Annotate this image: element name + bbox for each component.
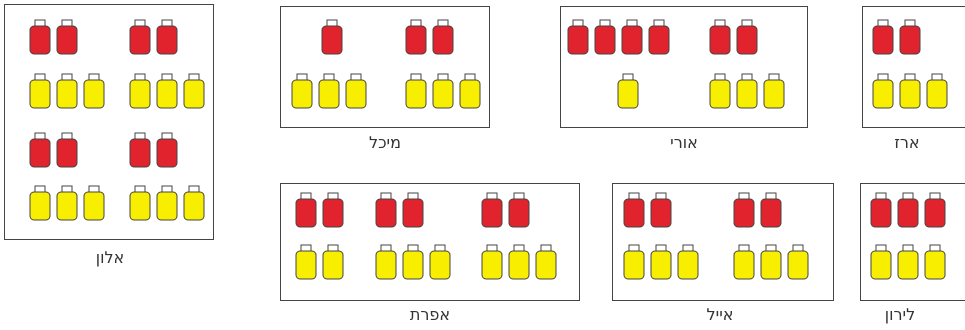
red-jar — [402, 192, 424, 228]
yellow-jar — [56, 185, 78, 221]
panel-erez-label: ארז — [894, 133, 920, 152]
yellow-jar — [183, 73, 205, 109]
red-jar — [56, 132, 78, 168]
panel-alon: אלון — [0, 0, 220, 330]
yellow-jar — [429, 244, 451, 280]
yellow-jar — [322, 244, 344, 280]
red-jar — [56, 19, 78, 55]
red-jar — [736, 19, 758, 55]
panel-eyal: אייל — [600, 175, 840, 330]
yellow-jar — [787, 244, 809, 280]
panel-alon-label: אלון — [95, 248, 125, 267]
red-jar — [733, 192, 755, 228]
red-jar — [375, 192, 397, 228]
panel-michal-frame — [280, 6, 490, 128]
yellow-jar — [760, 244, 782, 280]
red-jar — [29, 19, 51, 55]
yellow-jar — [129, 73, 151, 109]
yellow-jar — [83, 73, 105, 109]
panel-eyal-frame — [612, 183, 834, 301]
yellow-jar — [736, 73, 758, 109]
panel-erez: ארז — [855, 0, 965, 330]
yellow-jar — [375, 244, 397, 280]
panel-efrat: אפרת — [270, 175, 590, 330]
panel-efrat-jars — [295, 192, 557, 280]
yellow-jar — [872, 73, 894, 109]
yellow-jar — [405, 73, 427, 109]
panel-eyal-jars — [623, 192, 809, 280]
yellow-jar — [481, 244, 503, 280]
yellow-jar — [709, 73, 731, 109]
yellow-jar — [926, 73, 948, 109]
panel-liron: לירון — [855, 175, 965, 330]
red-jar — [295, 192, 317, 228]
red-jar — [623, 192, 645, 228]
yellow-jar — [677, 244, 699, 280]
red-jar — [650, 192, 672, 228]
red-jar — [129, 132, 151, 168]
red-jar — [156, 19, 178, 55]
yellow-jar — [650, 244, 672, 280]
panel-michal-label: מיכל — [369, 133, 401, 152]
yellow-jar — [83, 185, 105, 221]
red-jar — [870, 192, 892, 228]
yellow-jar — [402, 244, 424, 280]
panel-erez-jars — [872, 19, 948, 109]
red-jar — [508, 192, 530, 228]
yellow-jar — [56, 73, 78, 109]
panel-michal: מיכל — [270, 0, 500, 330]
yellow-jar — [318, 73, 340, 109]
red-jar — [621, 19, 643, 55]
red-jar — [567, 19, 589, 55]
red-jar — [321, 19, 343, 55]
red-jar — [899, 19, 921, 55]
red-jar — [129, 19, 151, 55]
yellow-jar — [733, 244, 755, 280]
yellow-jar — [156, 185, 178, 221]
yellow-jar — [623, 244, 645, 280]
yellow-jar — [459, 73, 481, 109]
yellow-jar — [29, 185, 51, 221]
red-jar — [924, 192, 946, 228]
yellow-jar — [129, 185, 151, 221]
yellow-jar — [870, 244, 892, 280]
yellow-jar — [432, 73, 454, 109]
red-jar — [709, 19, 731, 55]
panel-efrat-label: אפרת — [409, 305, 451, 324]
yellow-jar — [183, 185, 205, 221]
yellow-jar — [899, 73, 921, 109]
yellow-jar — [295, 244, 317, 280]
red-jar — [760, 192, 782, 228]
panel-liron-label: לירון — [884, 305, 916, 324]
yellow-jar — [291, 73, 313, 109]
red-jar — [405, 19, 427, 55]
panel-efrat-frame — [280, 183, 580, 301]
red-jar — [481, 192, 503, 228]
yellow-jar — [508, 244, 530, 280]
red-jar — [594, 19, 616, 55]
red-jar — [648, 19, 670, 55]
red-jar — [29, 132, 51, 168]
red-jar — [322, 192, 344, 228]
red-jar — [872, 19, 894, 55]
red-jar — [897, 192, 919, 228]
yellow-jar — [617, 73, 639, 109]
red-jar — [432, 19, 454, 55]
panel-uri-jars — [567, 19, 785, 109]
yellow-jar — [535, 244, 557, 280]
yellow-jar — [29, 73, 51, 109]
panel-alon-jars — [29, 19, 205, 221]
yellow-jar — [763, 73, 785, 109]
panel-uri: אורי — [550, 0, 840, 330]
red-jar — [156, 132, 178, 168]
panel-michal-jars — [291, 19, 481, 109]
panel-liron-jars — [870, 192, 946, 280]
yellow-jar — [345, 73, 367, 109]
yellow-jar — [924, 244, 946, 280]
yellow-jar — [156, 73, 178, 109]
panel-uri-label: אורי — [670, 133, 698, 152]
yellow-jar — [897, 244, 919, 280]
panel-eyal-label: אייל — [706, 305, 734, 324]
